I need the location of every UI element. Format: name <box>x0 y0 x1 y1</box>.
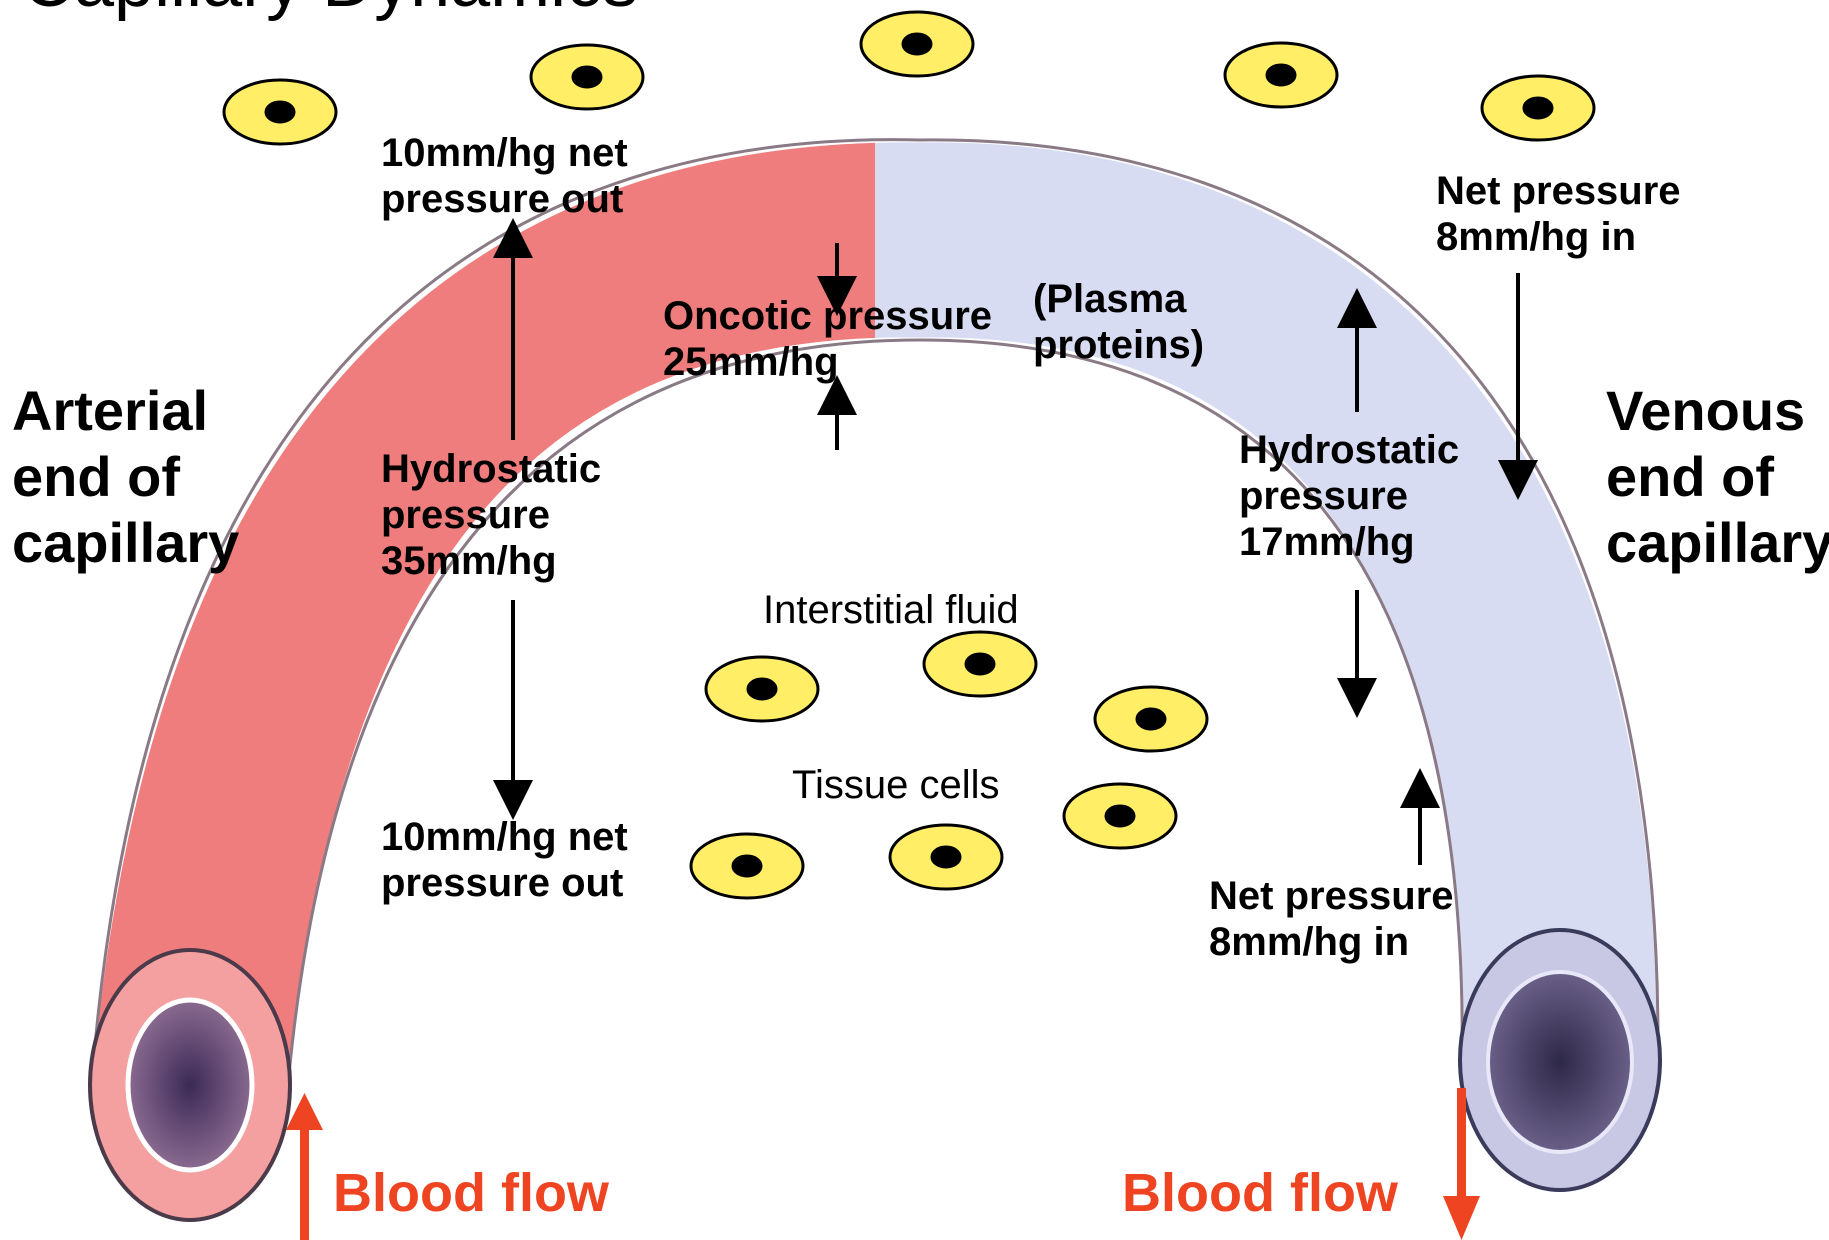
blood-flow-up-head <box>286 1093 323 1130</box>
tissue-cell <box>1064 784 1176 848</box>
page-title: Capillary Dynamics <box>22 0 638 22</box>
ven-top-net-label: Net pressure 8mm/hg in <box>1436 168 1726 260</box>
tissue-cell <box>924 632 1036 696</box>
art-hydrostatic-label: Hydrostatic pressure 35mm/hg <box>381 446 641 584</box>
tissue-cell <box>531 45 643 109</box>
art-bottom-net-label: 10mm/hg net pressure out <box>381 814 656 906</box>
tissue-cell <box>224 80 336 144</box>
venous-end-label: Venous end of capillary <box>1606 378 1826 576</box>
arterial-lumen <box>128 1000 252 1170</box>
tissue-cell <box>691 834 803 898</box>
ven-bottom-net-label: Net pressure 8mm/hg in <box>1209 873 1499 965</box>
art-top-net-label: 10mm/hg net pressure out <box>381 130 656 222</box>
tissue-cell <box>1482 76 1594 140</box>
interstitial-fluid-label: Interstitial fluid <box>763 587 1019 633</box>
tissue-cell <box>890 825 1002 889</box>
tissue-cell <box>861 12 973 76</box>
ven-hydrostatic-label: Hydrostatic pressure 17mm/hg <box>1239 427 1499 565</box>
blood-flow-down-shaft <box>1457 1088 1466 1200</box>
tissue-cell <box>1225 43 1337 107</box>
plasma-proteins-label: (Plasma proteins) <box>1033 276 1233 368</box>
blood-flow-down-head <box>1443 1196 1480 1240</box>
tissue-cell <box>706 657 818 721</box>
blood-flow-up-shaft <box>300 1125 309 1240</box>
arterial-end-label: Arterial end of capillary <box>12 378 272 576</box>
blood-flow-right-label: Blood flow <box>1122 1162 1398 1224</box>
oncotic-label: Oncotic pressure 25mm/hg <box>663 293 1023 385</box>
tissue-cells-label: Tissue cells <box>792 762 999 808</box>
blood-flow-left-label: Blood flow <box>333 1162 609 1224</box>
venous-lumen <box>1488 972 1632 1152</box>
tissue-cell <box>1095 687 1207 751</box>
